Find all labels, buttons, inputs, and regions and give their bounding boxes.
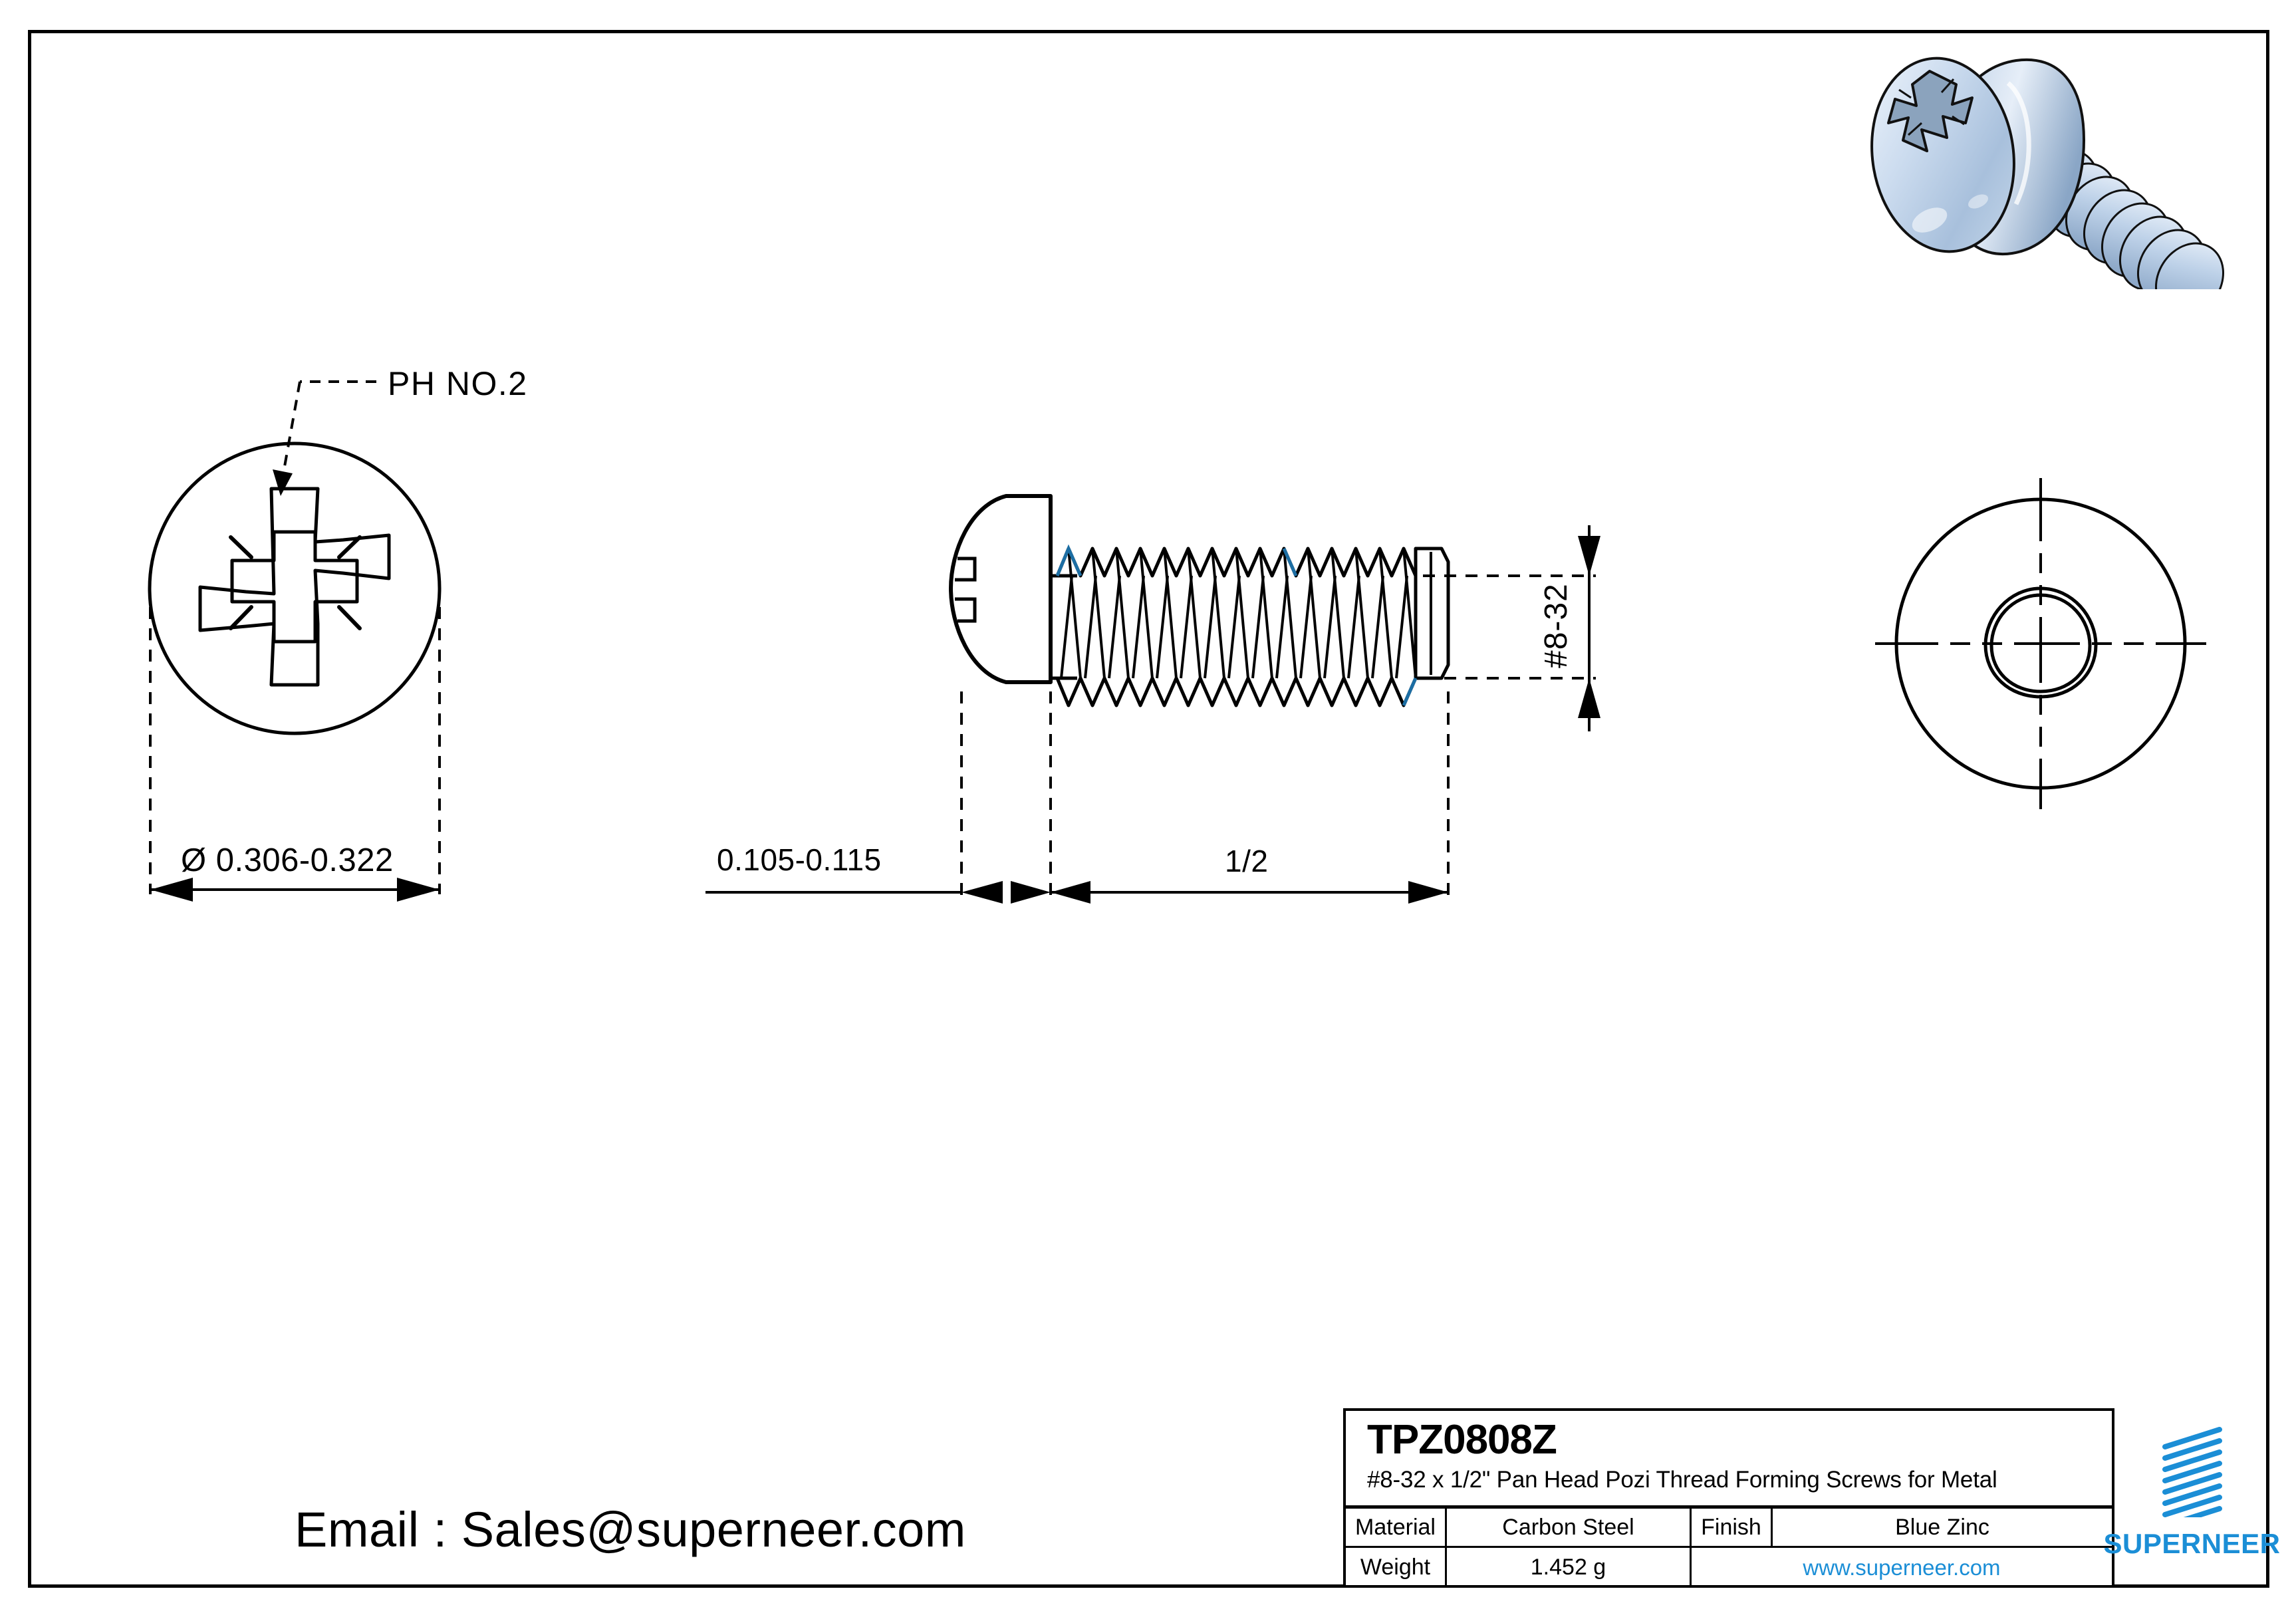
thread-size-dimension: #8-32 xyxy=(1539,583,1574,668)
title-block-table: Material Carbon Steel Finish Blue Zinc W… xyxy=(1346,1509,2112,1588)
superneer-stripes-icon xyxy=(2162,1427,2222,1517)
contact-email: Email : Sales@superneer.com xyxy=(295,1502,966,1557)
screw-length-dimension: 1/2 xyxy=(1225,844,1269,878)
pozidriv-ticks-3d xyxy=(1898,78,1965,136)
title-block: TPZ0808Z #8-32 x 1/2" Pan Head Pozi Thre… xyxy=(1343,1408,2114,1588)
drawing-frame xyxy=(28,30,2269,1588)
part-description: #8-32 x 1/2" Pan Head Pozi Thread Formin… xyxy=(1367,1467,1997,1493)
head-thickness-dimension: 0.105-0.115 xyxy=(717,842,882,877)
title-block-header: TPZ0808Z #8-32 x 1/2" Pan Head Pozi Thre… xyxy=(1346,1411,2112,1509)
weight-label: Weight xyxy=(1346,1548,1447,1587)
brand-name: SUPERNEER xyxy=(2103,1528,2281,1559)
website-link[interactable]: www.superneer.com xyxy=(1803,1555,2001,1580)
table-row: Material Carbon Steel Finish Blue Zinc xyxy=(1346,1509,2112,1548)
weight-value: 1.452 g xyxy=(1447,1548,1692,1587)
material-label: Material xyxy=(1346,1509,1447,1546)
material-value: Carbon Steel xyxy=(1447,1509,1692,1546)
finish-label: Finish xyxy=(1692,1509,1773,1546)
finish-value: Blue Zinc xyxy=(1895,1514,1989,1540)
screw-head xyxy=(1870,57,2086,256)
brand-logo: SUPERNEER xyxy=(2104,1408,2280,1588)
screw-3d-render xyxy=(1842,23,2254,318)
part-number: TPZ0808Z xyxy=(1367,1417,1557,1463)
pozidriv-recess-3d xyxy=(1887,70,1974,152)
recess-callout-label: PH NO.2 xyxy=(388,365,528,402)
table-row: Weight 1.452 g www.superneer.com xyxy=(1346,1548,2112,1587)
head-diameter-dimension: Ø 0.306-0.322 xyxy=(181,842,394,878)
